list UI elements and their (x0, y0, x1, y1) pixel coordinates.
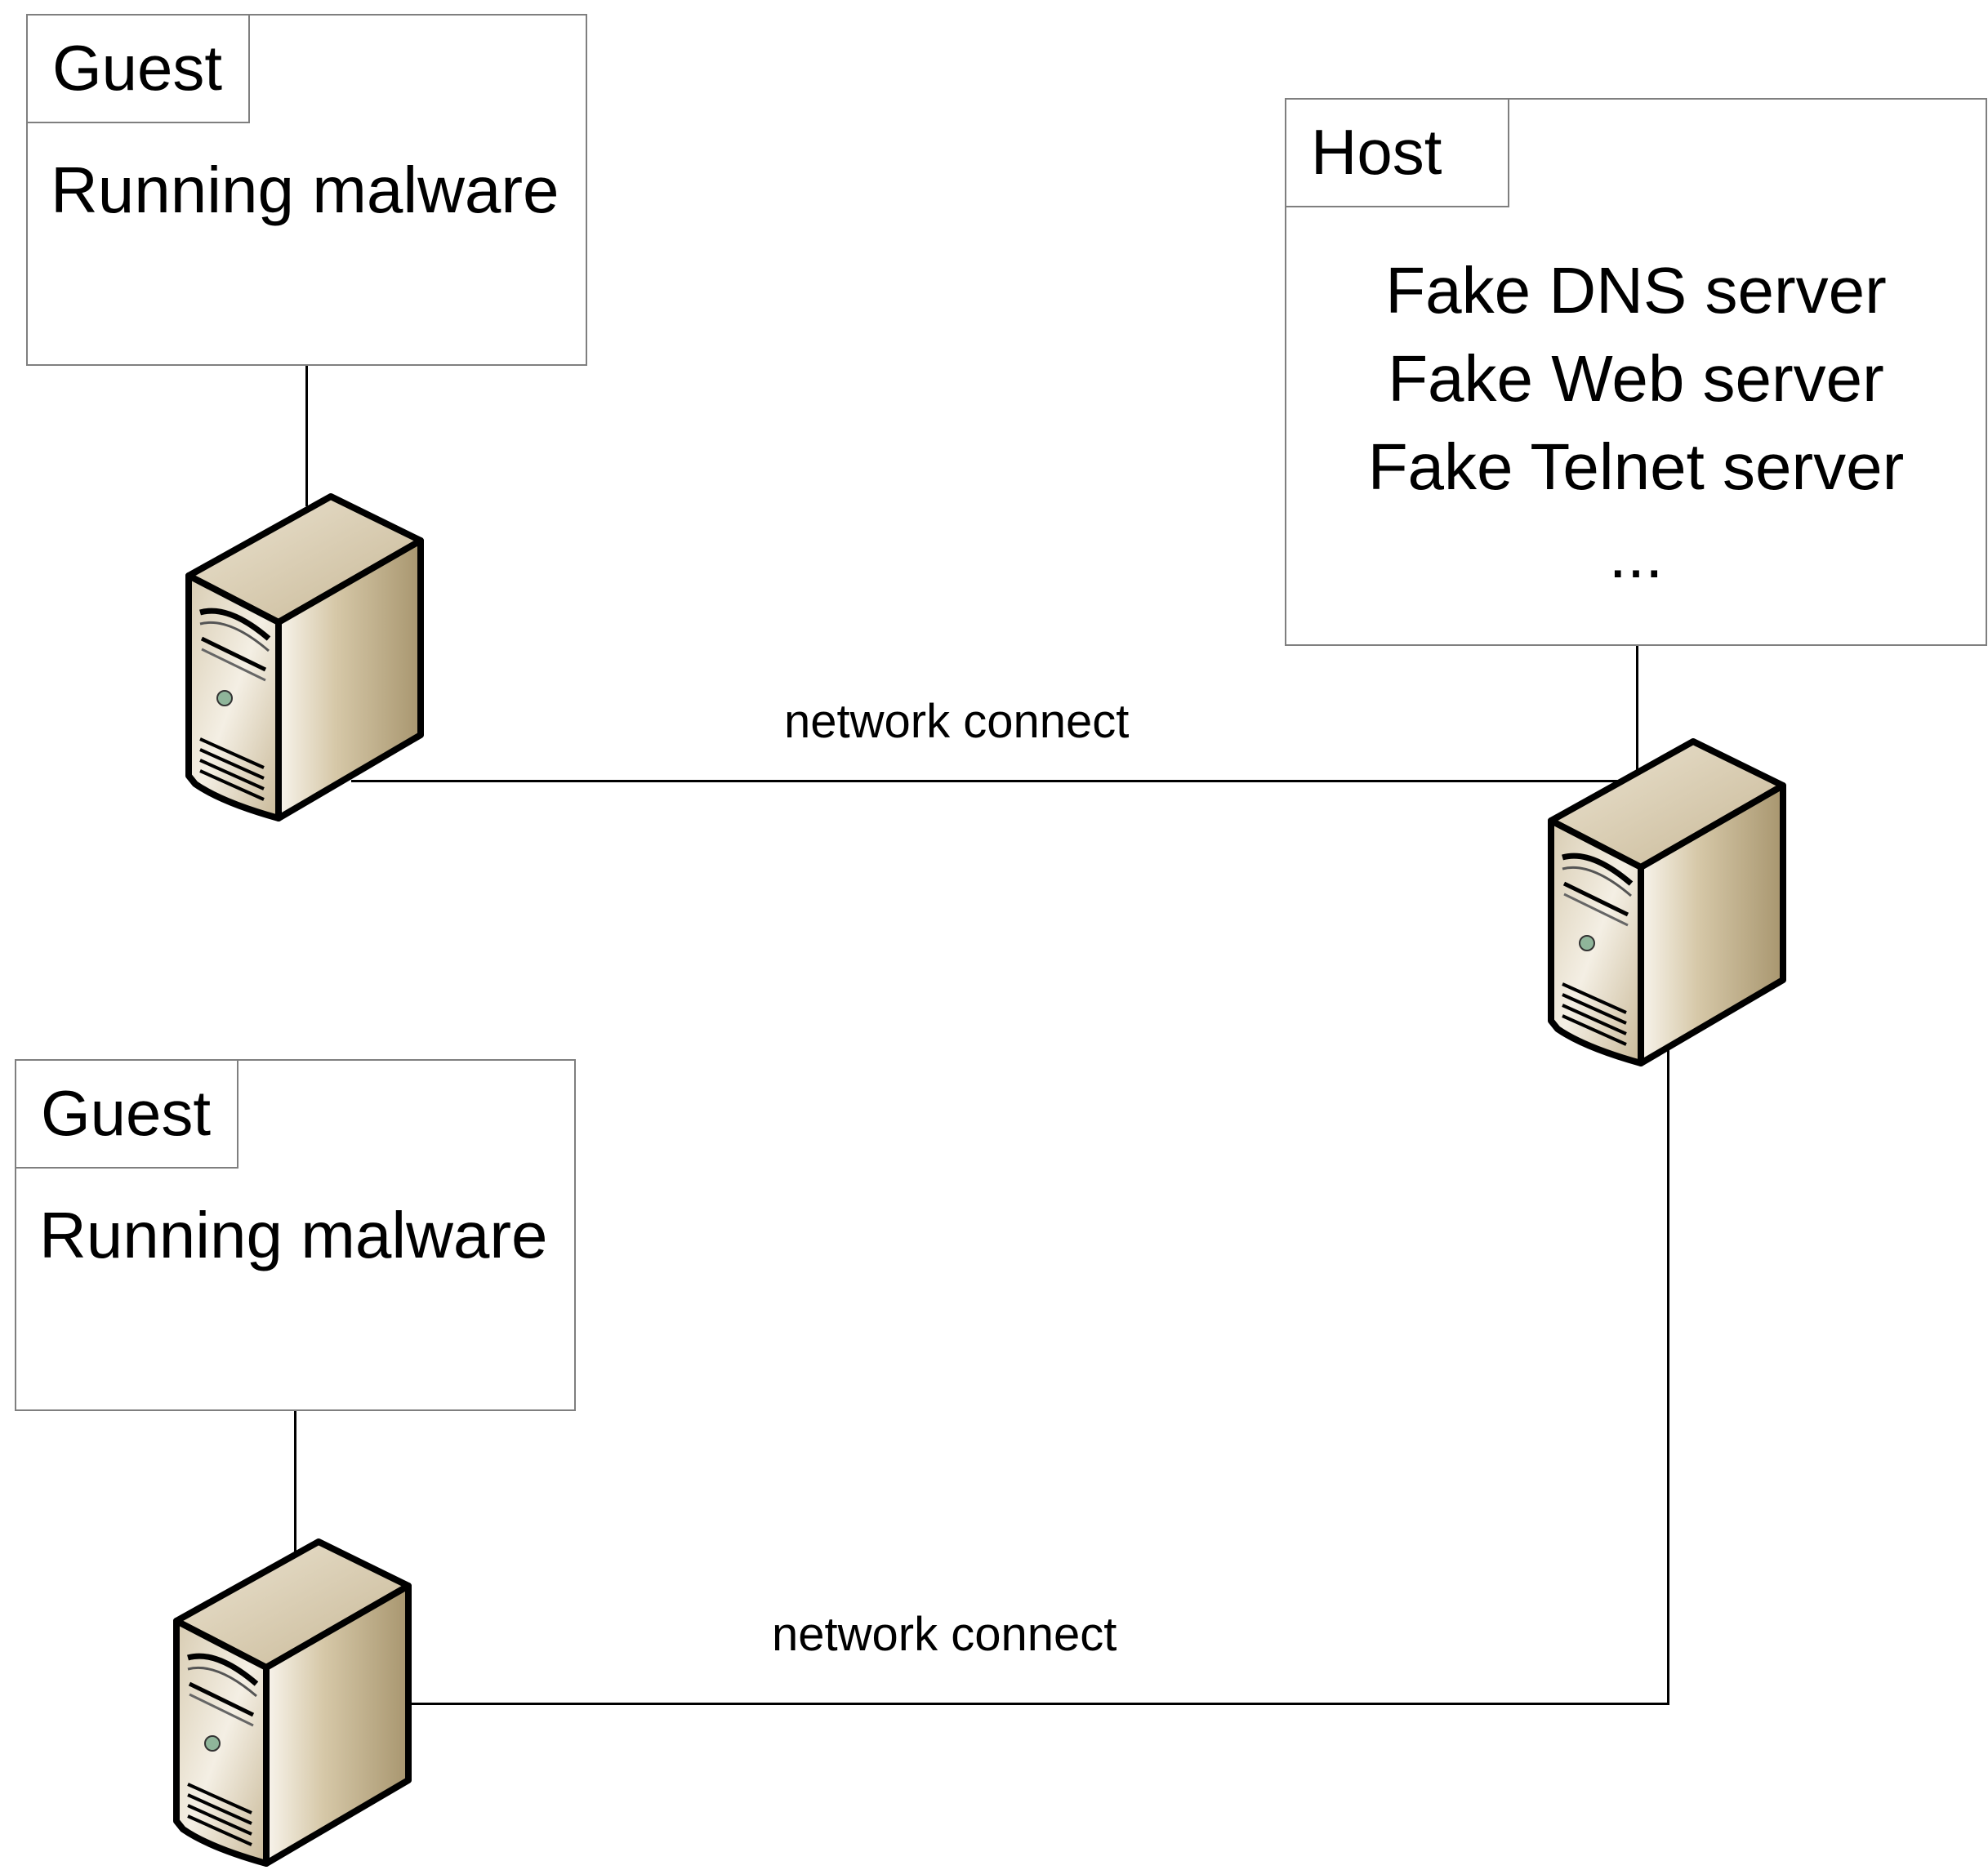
host-services: Fake DNS server Fake Web server Fake Tel… (1286, 247, 1986, 599)
server-tower-icon-guest-bottom (172, 1535, 417, 1870)
guest-box-top: Guest Running malware (26, 14, 587, 366)
guest-body-top: Running malware (51, 154, 559, 226)
guest-box-bottom: Guest Running malware (15, 1059, 576, 1411)
host-service-web: Fake Web server (1388, 342, 1884, 415)
server-tower-icon-guest-top (184, 490, 429, 825)
wire-guest-top-to-server (305, 366, 308, 506)
guest-tab-top: Guest (28, 16, 250, 123)
host-service-telnet: Fake Telnet server (1367, 430, 1905, 503)
network-line-bottom-horizontal (408, 1703, 1669, 1705)
guest-tab-bottom: Guest (16, 1061, 238, 1169)
server-tower-icon-host (1546, 735, 1791, 1070)
wire-host-to-server (1636, 646, 1638, 772)
network-connect-label-top: network connect (784, 695, 1130, 748)
network-line-top (351, 780, 1625, 782)
network-connect-label-bottom: network connect (772, 1608, 1117, 1661)
host-service-dns: Fake DNS server (1385, 254, 1887, 327)
network-line-bottom-vertical (1667, 1049, 1669, 1705)
wire-guest-bottom-to-server (294, 1411, 296, 1558)
host-service-more: ... (1608, 519, 1664, 591)
host-tab: Host (1286, 100, 1509, 207)
host-box: Host Fake DNS server Fake Web server Fak… (1285, 98, 1987, 646)
guest-body-bottom: Running malware (39, 1199, 548, 1271)
